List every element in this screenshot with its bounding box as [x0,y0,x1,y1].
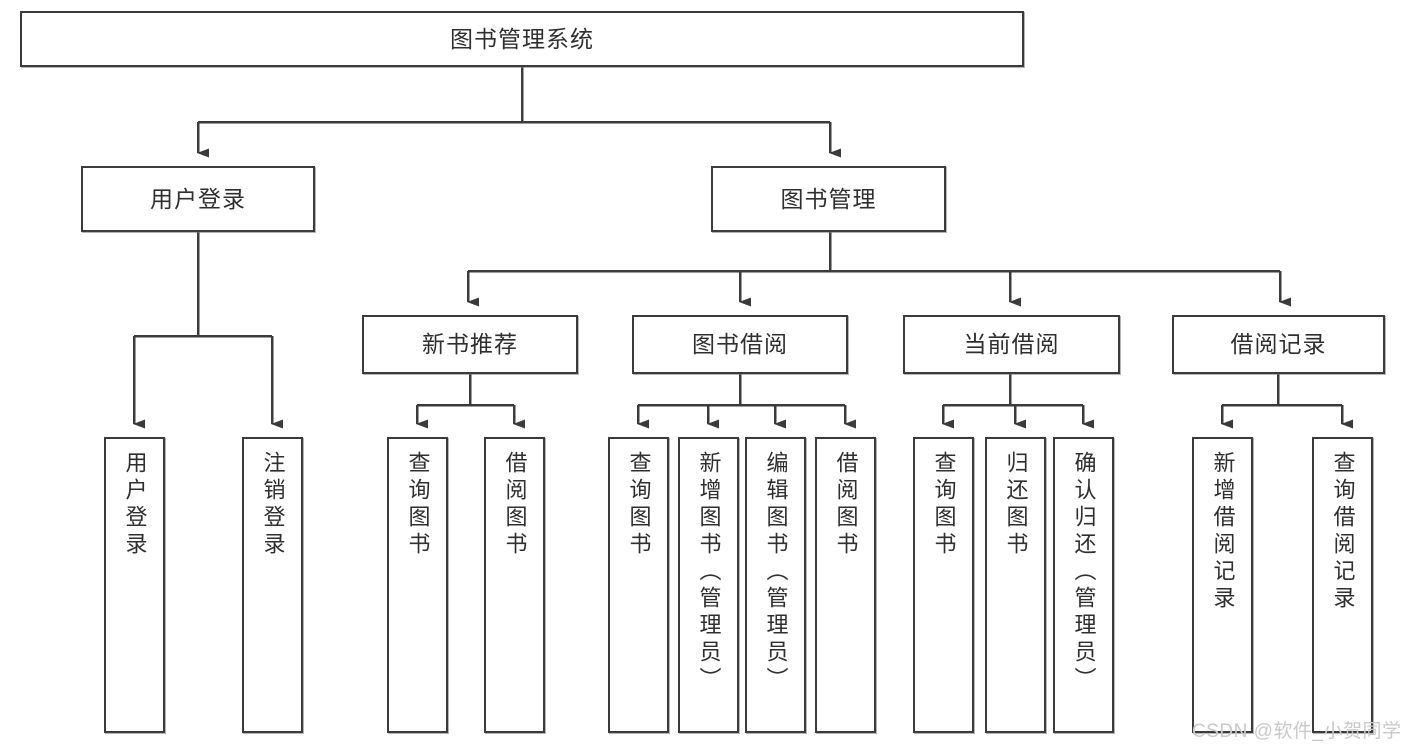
leaf-add-borrow-record-label: 新增借阅记录 [1210,451,1236,613]
node-user-login[interactable]: 用户登录 [81,166,315,232]
leaf-add-borrow-record[interactable]: 新增借阅记录 [1192,437,1253,733]
leaf-confirm-return[interactable]: 确认归还（管理员） [1053,437,1114,733]
leaf-logout[interactable]: 注销登录 [242,437,303,733]
node-borrow-record-label: 借阅记录 [1230,331,1327,358]
leaf-query-borrow-record-label: 查询借阅记录 [1330,451,1356,613]
leaf-confirm-return-label: 确认归还（管理员） [1071,451,1097,694]
node-new-book-recommend-label: 新书推荐 [422,331,518,358]
node-book-borrow-label: 图书借阅 [692,331,788,358]
leaf-return-book-label: 归还图书 [1003,451,1029,559]
leaf-query-book-3[interactable]: 查询图书 [913,437,974,733]
leaf-query-book-2-label: 查询图书 [626,451,652,559]
leaf-query-book-1[interactable]: 查询图书 [387,437,448,733]
node-root-label: 图书管理系统 [450,25,594,52]
leaf-query-book-2[interactable]: 查询图书 [608,437,669,733]
leaf-borrow-book-2[interactable]: 借阅图书 [815,437,876,733]
node-book-borrow[interactable]: 图书借阅 [632,315,848,374]
node-book-management-label: 图书管理 [780,185,877,212]
leaf-borrow-book-1-label: 借阅图书 [502,451,528,559]
node-book-management[interactable]: 图书管理 [711,166,946,232]
leaf-user-login[interactable]: 用户登录 [104,437,165,733]
node-current-borrow[interactable]: 当前借阅 [903,315,1120,374]
leaf-return-book[interactable]: 归还图书 [985,437,1046,733]
node-current-borrow-label: 当前借阅 [963,331,1060,358]
node-new-book-recommend[interactable]: 新书推荐 [362,315,578,374]
leaf-user-login-label: 用户登录 [122,451,148,559]
leaf-query-book-3-label: 查询图书 [931,451,957,559]
leaf-logout-label: 注销登录 [260,451,286,559]
leaf-borrow-book-1[interactable]: 借阅图书 [484,437,545,733]
node-root[interactable]: 图书管理系统 [20,11,1024,67]
leaf-add-book[interactable]: 新增图书（管理员） [678,437,739,733]
leaf-edit-book[interactable]: 编辑图书（管理员） [745,437,806,733]
node-user-login-label: 用户登录 [150,185,246,212]
leaf-query-book-1-label: 查询图书 [405,451,431,559]
leaf-add-book-label: 新增图书（管理员） [696,451,722,694]
csdn-watermark: CSDN @软件_小贺同学 [1192,721,1402,742]
leaf-borrow-book-2-label: 借阅图书 [833,451,859,559]
node-borrow-record[interactable]: 借阅记录 [1172,315,1385,374]
leaf-edit-book-label: 编辑图书（管理员） [763,451,789,694]
leaf-query-borrow-record[interactable]: 查询借阅记录 [1312,437,1373,733]
